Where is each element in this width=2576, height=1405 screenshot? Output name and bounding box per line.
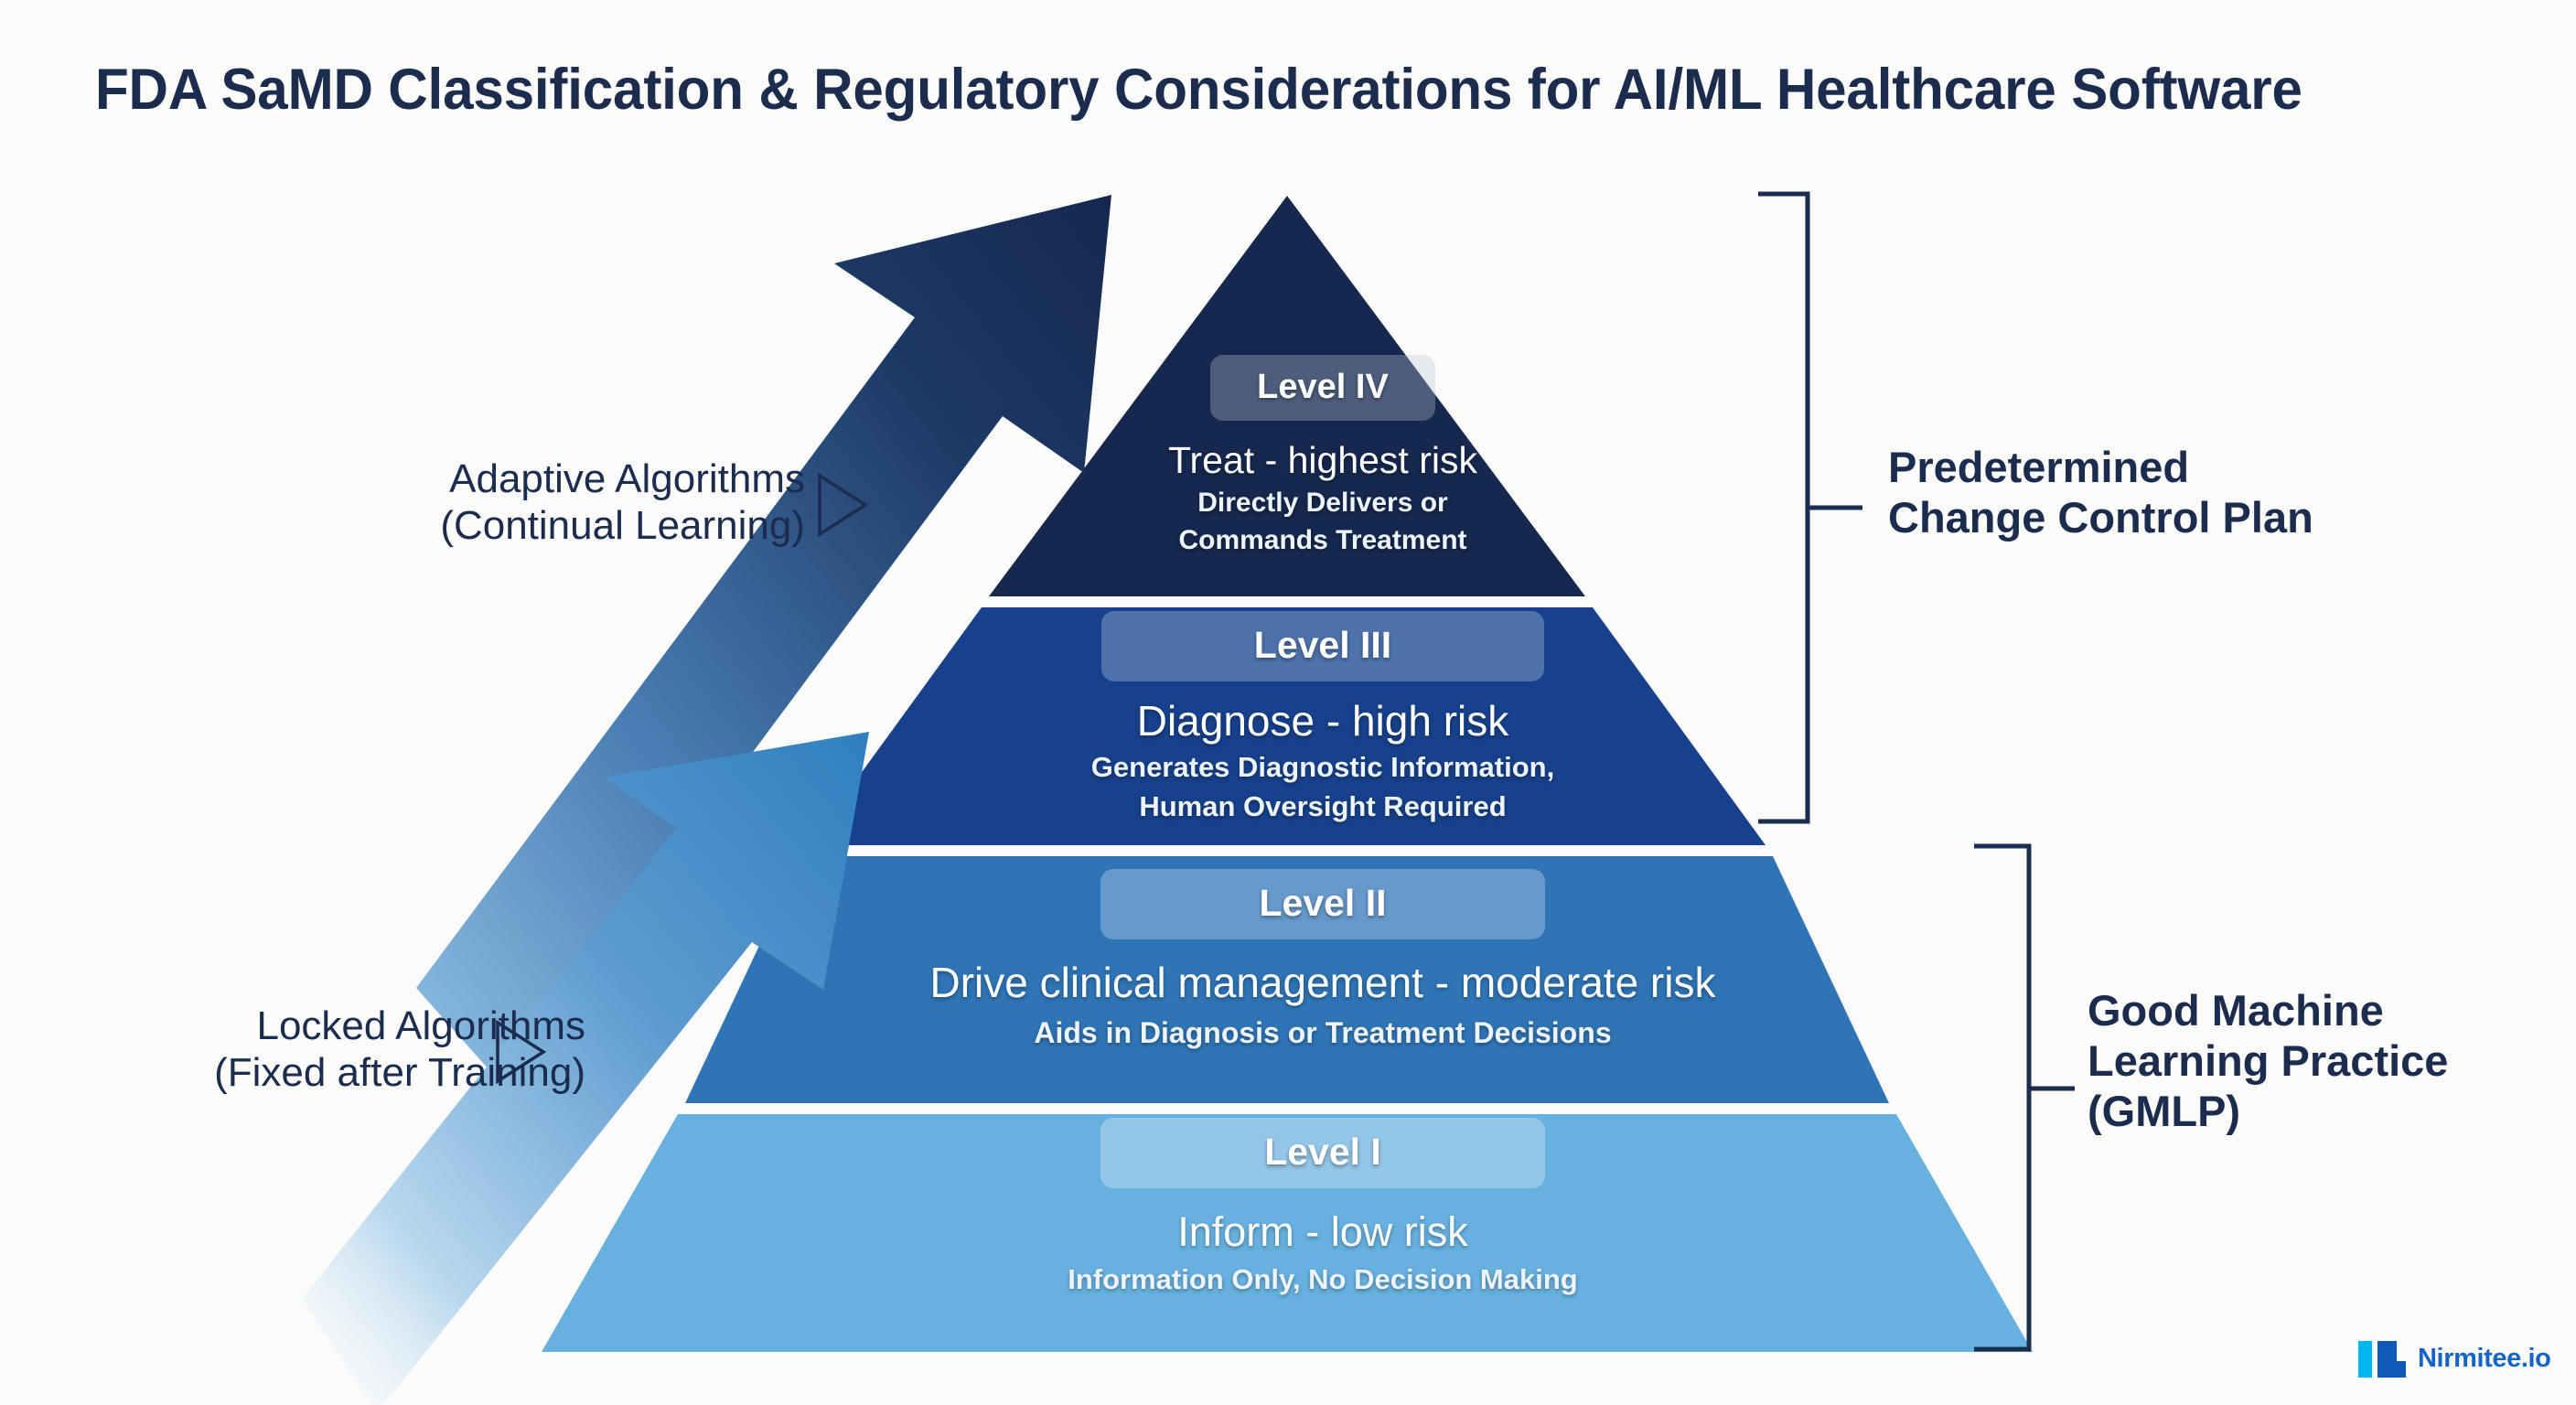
annotation-pccp-line-1: Predetermined <box>1888 443 2190 491</box>
pyramid-tier-level-3 <box>809 607 1766 845</box>
annotation-predetermined-change-control-plan: Predetermined Change Control Plan <box>1888 443 2528 543</box>
page-title: FDA SaMD Classification & Regulatory Con… <box>95 58 2302 122</box>
pyramid-tier-level-2 <box>685 856 1889 1103</box>
annotation-locked-line-2: (Fixed after Training) <box>214 1050 585 1096</box>
brand-logo[interactable]: Nirmitee.io <box>2358 1337 2551 1379</box>
annotation-locked-line-1: Locked Algorithms <box>256 1003 585 1048</box>
annotation-adaptive-line-1: Adaptive Algorithms <box>449 456 805 501</box>
brand-logo-text: Nirmitee.io <box>2418 1343 2551 1373</box>
annotation-adaptive-algorithms: Adaptive Algorithms (Continual Learning) <box>183 456 805 550</box>
arrow-up-right-dark-icon <box>416 195 1111 1087</box>
arrow-up-right-blue-icon <box>302 732 869 1405</box>
annotation-good-machine-learning-practice: Good Machine Learning Practice (GMLP) <box>2088 986 2576 1137</box>
nirmitee-mark-icon <box>2358 1341 2406 1378</box>
bracket-left-icon-gmlp <box>1974 843 2075 1352</box>
triangle-right-outline-icon-adaptive <box>818 472 869 538</box>
annotation-locked-algorithms: Locked Algorithms (Fixed after Training) <box>0 1003 585 1097</box>
annotation-gmlp-line-3: (GMLP) <box>2088 1086 2241 1135</box>
bracket-left-icon-pccp <box>1758 191 1862 824</box>
annotation-gmlp-line-1: Good Machine <box>2088 986 2384 1035</box>
pyramid-tier-level-4 <box>989 196 1585 596</box>
annotation-adaptive-line-2: (Continual Learning) <box>440 503 805 549</box>
triangle-right-outline-icon-locked <box>496 1019 547 1085</box>
pyramid-tier-level-1 <box>542 1114 2033 1352</box>
annotation-pccp-line-2: Change Control Plan <box>1888 492 2313 542</box>
annotation-gmlp-line-2: Learning Practice <box>2088 1035 2449 1085</box>
